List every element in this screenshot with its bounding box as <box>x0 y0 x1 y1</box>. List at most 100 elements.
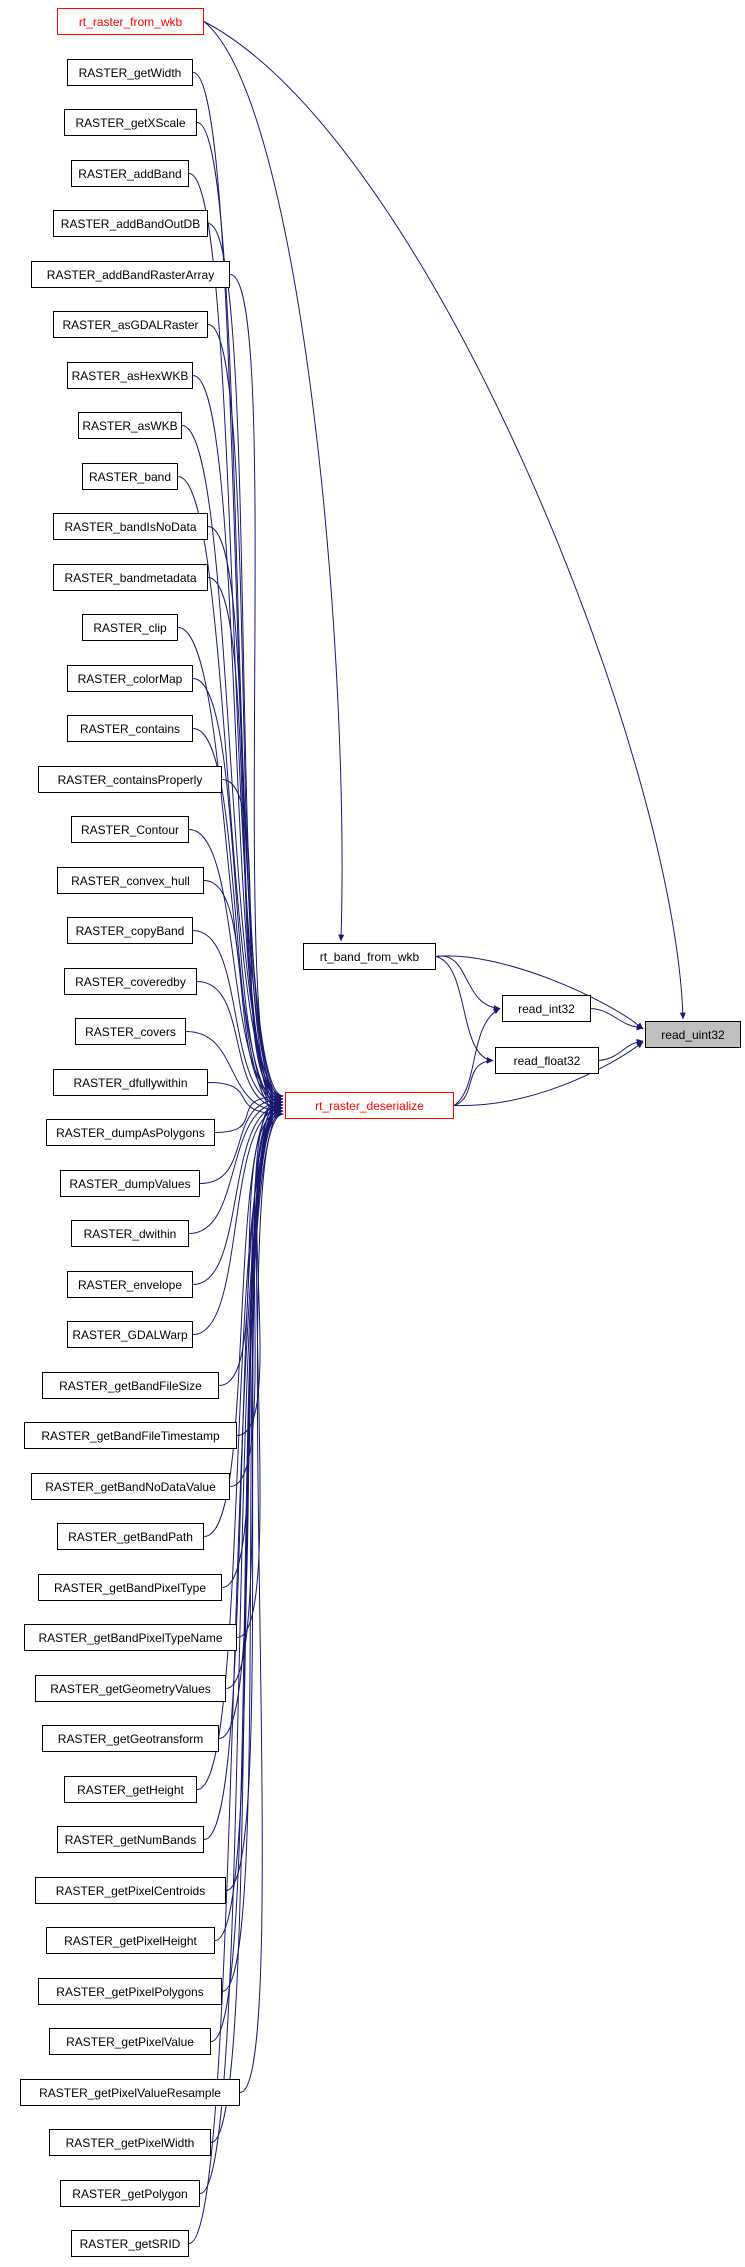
edge-rt_raster_deserialize-to-read_uint32 <box>453 1041 644 1107</box>
graph-node-RASTER_convex_hull[interactable]: RASTER_convex_hull <box>57 867 204 894</box>
graph-node-label: RASTER_convex_hull <box>71 873 190 888</box>
graph-node-RASTER_asWKB[interactable]: RASTER_asWKB <box>78 412 182 439</box>
graph-node-label: RASTER_getNumBands <box>64 1832 197 1847</box>
graph-node-RASTER_getBandNoDataValue[interactable]: RASTER_getBandNoDataValue <box>31 1473 230 1500</box>
graph-node-RASTER_getBandPixelType[interactable]: RASTER_getBandPixelType <box>38 1574 222 1601</box>
graph-node-RASTER_getSRID[interactable]: RASTER_getSRID <box>71 2230 189 2257</box>
graph-node-label: RASTER_coveredby <box>75 974 186 989</box>
graph-node-RASTER_getPolygon[interactable]: RASTER_getPolygon <box>60 2180 200 2207</box>
graph-node-label: rt_band_from_wkb <box>319 949 420 964</box>
graph-node-RASTER_getBandFileTimestamp[interactable]: RASTER_getBandFileTimestamp <box>24 1422 237 1449</box>
graph-node-label: RASTER_GDALWarp <box>72 1327 188 1342</box>
graph-node-label: RASTER_bandmetadata <box>64 570 197 585</box>
graph-node-RASTER_covers[interactable]: RASTER_covers <box>75 1018 186 1045</box>
graph-node-rt_raster_deserialize[interactable]: rt_raster_deserialize <box>285 1092 454 1119</box>
edge-RASTER_copyBand-to-rt_raster_deserialize <box>192 930 284 1108</box>
graph-node-RASTER_asGDALRaster[interactable]: RASTER_asGDALRaster <box>53 311 208 338</box>
graph-node-RASTER_getPixelValueResample[interactable]: RASTER_getPixelValueResample <box>20 2079 240 2106</box>
edge-RASTER_dwithin-to-rt_raster_deserialize <box>188 1099 284 1234</box>
graph-node-RASTER_copyBand[interactable]: RASTER_copyBand <box>67 917 193 944</box>
graph-node-rt_band_from_wkb[interactable]: rt_band_from_wkb <box>303 943 436 970</box>
edge-RASTER_getPixelHeight-to-rt_raster_deserialize <box>214 1099 284 1941</box>
graph-node-rt_raster_from_wkb[interactable]: rt_raster_from_wkb <box>57 8 204 35</box>
graph-node-RASTER_dwithin[interactable]: RASTER_dwithin <box>71 1220 189 1247</box>
graph-node-label: read_uint32 <box>661 1027 725 1042</box>
graph-node-RASTER_getWidth[interactable]: RASTER_getWidth <box>67 59 193 86</box>
graph-node-RASTER_dumpAsPolygons[interactable]: RASTER_dumpAsPolygons <box>46 1119 215 1146</box>
graph-node-RASTER_containsProperly[interactable]: RASTER_containsProperly <box>38 766 222 793</box>
graph-node-RASTER_GDALWarp[interactable]: RASTER_GDALWarp <box>67 1321 193 1348</box>
graph-node-RASTER_getPixelHeight[interactable]: RASTER_getPixelHeight <box>46 1927 215 1954</box>
graph-node-read_float32[interactable]: read_float32 <box>495 1047 599 1074</box>
graph-node-label: read_float32 <box>513 1053 581 1068</box>
graph-node-label: RASTER_Contour <box>80 822 180 837</box>
graph-node-label: RASTER_covers <box>85 1024 176 1039</box>
edge-RASTER_getBandPath-to-rt_raster_deserialize <box>203 1096 284 1537</box>
graph-node-label: RASTER_dwithin <box>83 1226 177 1241</box>
edge-RASTER_clip-to-rt_raster_deserialize <box>177 627 284 1111</box>
graph-node-RASTER_getBandFileSize[interactable]: RASTER_getBandFileSize <box>42 1372 219 1399</box>
graph-node-RASTER_getHeight[interactable]: RASTER_getHeight <box>64 1776 197 1803</box>
graph-node-RASTER_getPixelWidth[interactable]: RASTER_getPixelWidth <box>49 2129 211 2156</box>
graph-node-RASTER_getPixelPolygons[interactable]: RASTER_getPixelPolygons <box>38 1978 222 2005</box>
graph-node-label: rt_raster_from_wkb <box>78 14 183 29</box>
graph-node-label: RASTER_contains <box>79 721 181 736</box>
edge-rt_raster_deserialize-to-read_float32 <box>453 1057 494 1106</box>
graph-node-RASTER_getPixelValue[interactable]: RASTER_getPixelValue <box>49 2028 211 2055</box>
edge-rt_band_from_wkb-to-read_int32 <box>435 955 501 1012</box>
graph-node-label: RASTER_dfullywithin <box>73 1075 188 1090</box>
edge-rt_raster_from_wkb-to-rt_band_from_wkb <box>203 21 345 942</box>
edge-rt_raster_deserialize-to-read_int32 <box>453 1008 501 1106</box>
graph-node-label: RASTER_addBandOutDB <box>60 216 201 231</box>
graph-node-RASTER_addBandOutDB[interactable]: RASTER_addBandOutDB <box>53 210 208 237</box>
edge-rt_band_from_wkb-to-read_float32 <box>435 956 494 1064</box>
graph-node-RASTER_getBandPath[interactable]: RASTER_getBandPath <box>57 1523 204 1550</box>
graph-node-RASTER_getPixelCentroids[interactable]: RASTER_getPixelCentroids <box>35 1877 226 1904</box>
graph-node-RASTER_clip[interactable]: RASTER_clip <box>82 614 178 641</box>
edge-RASTER_envelope-to-rt_raster_deserialize <box>192 1102 284 1285</box>
graph-node-RASTER_getNumBands[interactable]: RASTER_getNumBands <box>57 1826 204 1853</box>
graph-node-label: RASTER_getBandNoDataValue <box>45 1479 216 1494</box>
edge-group <box>177 21 686 2244</box>
graph-node-RASTER_addBandRasterArray[interactable]: RASTER_addBandRasterArray <box>31 261 230 288</box>
graph-node-label: RASTER_addBand <box>78 166 182 181</box>
graph-node-label: RASTER_copyBand <box>75 923 185 938</box>
edge-RASTER_getSRID-to-rt_raster_deserialize <box>188 1096 284 2244</box>
graph-node-label: RASTER_bandIsNoData <box>64 519 197 534</box>
graph-node-RASTER_envelope[interactable]: RASTER_envelope <box>67 1271 193 1298</box>
graph-node-RASTER_dfullywithin[interactable]: RASTER_dfullywithin <box>53 1069 208 1096</box>
graph-node-RASTER_contains[interactable]: RASTER_contains <box>67 715 193 742</box>
graph-node-RASTER_asHexWKB[interactable]: RASTER_asHexWKB <box>67 362 193 389</box>
graph-node-RASTER_colorMap[interactable]: RASTER_colorMap <box>67 665 193 692</box>
graph-node-RASTER_addBand[interactable]: RASTER_addBand <box>71 160 189 187</box>
graph-node-label: RASTER_getBandFileSize <box>59 1378 202 1393</box>
graph-node-label: RASTER_getPixelWidth <box>65 2135 195 2150</box>
graph-node-label: RASTER_getBandPixelType <box>53 1580 207 1595</box>
edge-RASTER_contains-to-rt_raster_deserialize <box>192 728 284 1117</box>
graph-node-read_uint32[interactable]: read_uint32 <box>645 1021 741 1048</box>
graph-node-label: RASTER_getSRID <box>79 2236 181 2251</box>
graph-node-RASTER_coveredby[interactable]: RASTER_coveredby <box>64 968 197 995</box>
graph-node-RASTER_dumpValues[interactable]: RASTER_dumpValues <box>60 1170 200 1197</box>
graph-node-RASTER_Contour[interactable]: RASTER_Contour <box>71 816 189 843</box>
graph-node-RASTER_getGeometryValues[interactable]: RASTER_getGeometryValues <box>35 1675 226 1702</box>
graph-node-RASTER_getGeotransform[interactable]: RASTER_getGeotransform <box>42 1725 219 1752</box>
graph-node-label: RASTER_asHexWKB <box>71 368 189 383</box>
graph-node-label: RASTER_containsProperly <box>57 772 203 787</box>
graph-node-label: RASTER_getHeight <box>77 1782 184 1797</box>
edge-read_float32-to-read_uint32 <box>598 1038 644 1061</box>
graph-node-RASTER_getXScale[interactable]: RASTER_getXScale <box>64 109 197 136</box>
graph-node-RASTER_band[interactable]: RASTER_band <box>82 463 178 490</box>
graph-node-read_int32[interactable]: read_int32 <box>502 995 591 1022</box>
graph-node-RASTER_bandIsNoData[interactable]: RASTER_bandIsNoData <box>53 513 208 540</box>
graph-node-label: RASTER_clip <box>93 620 167 635</box>
graph-node-label: RASTER_getBandFileTimestamp <box>41 1428 220 1443</box>
graph-node-label: RASTER_getWidth <box>78 65 182 80</box>
graph-node-label: RASTER_asGDALRaster <box>62 317 199 332</box>
graph-node-RASTER_getBandPixelTypeName[interactable]: RASTER_getBandPixelTypeName <box>24 1624 237 1651</box>
edge-rt_raster_from_wkb-to-read_uint32 <box>203 21 686 1020</box>
graph-node-RASTER_bandmetadata[interactable]: RASTER_bandmetadata <box>53 564 208 591</box>
edge-RASTER_getPixelValueResample-to-rt_raster_deserialize <box>239 1108 284 2093</box>
